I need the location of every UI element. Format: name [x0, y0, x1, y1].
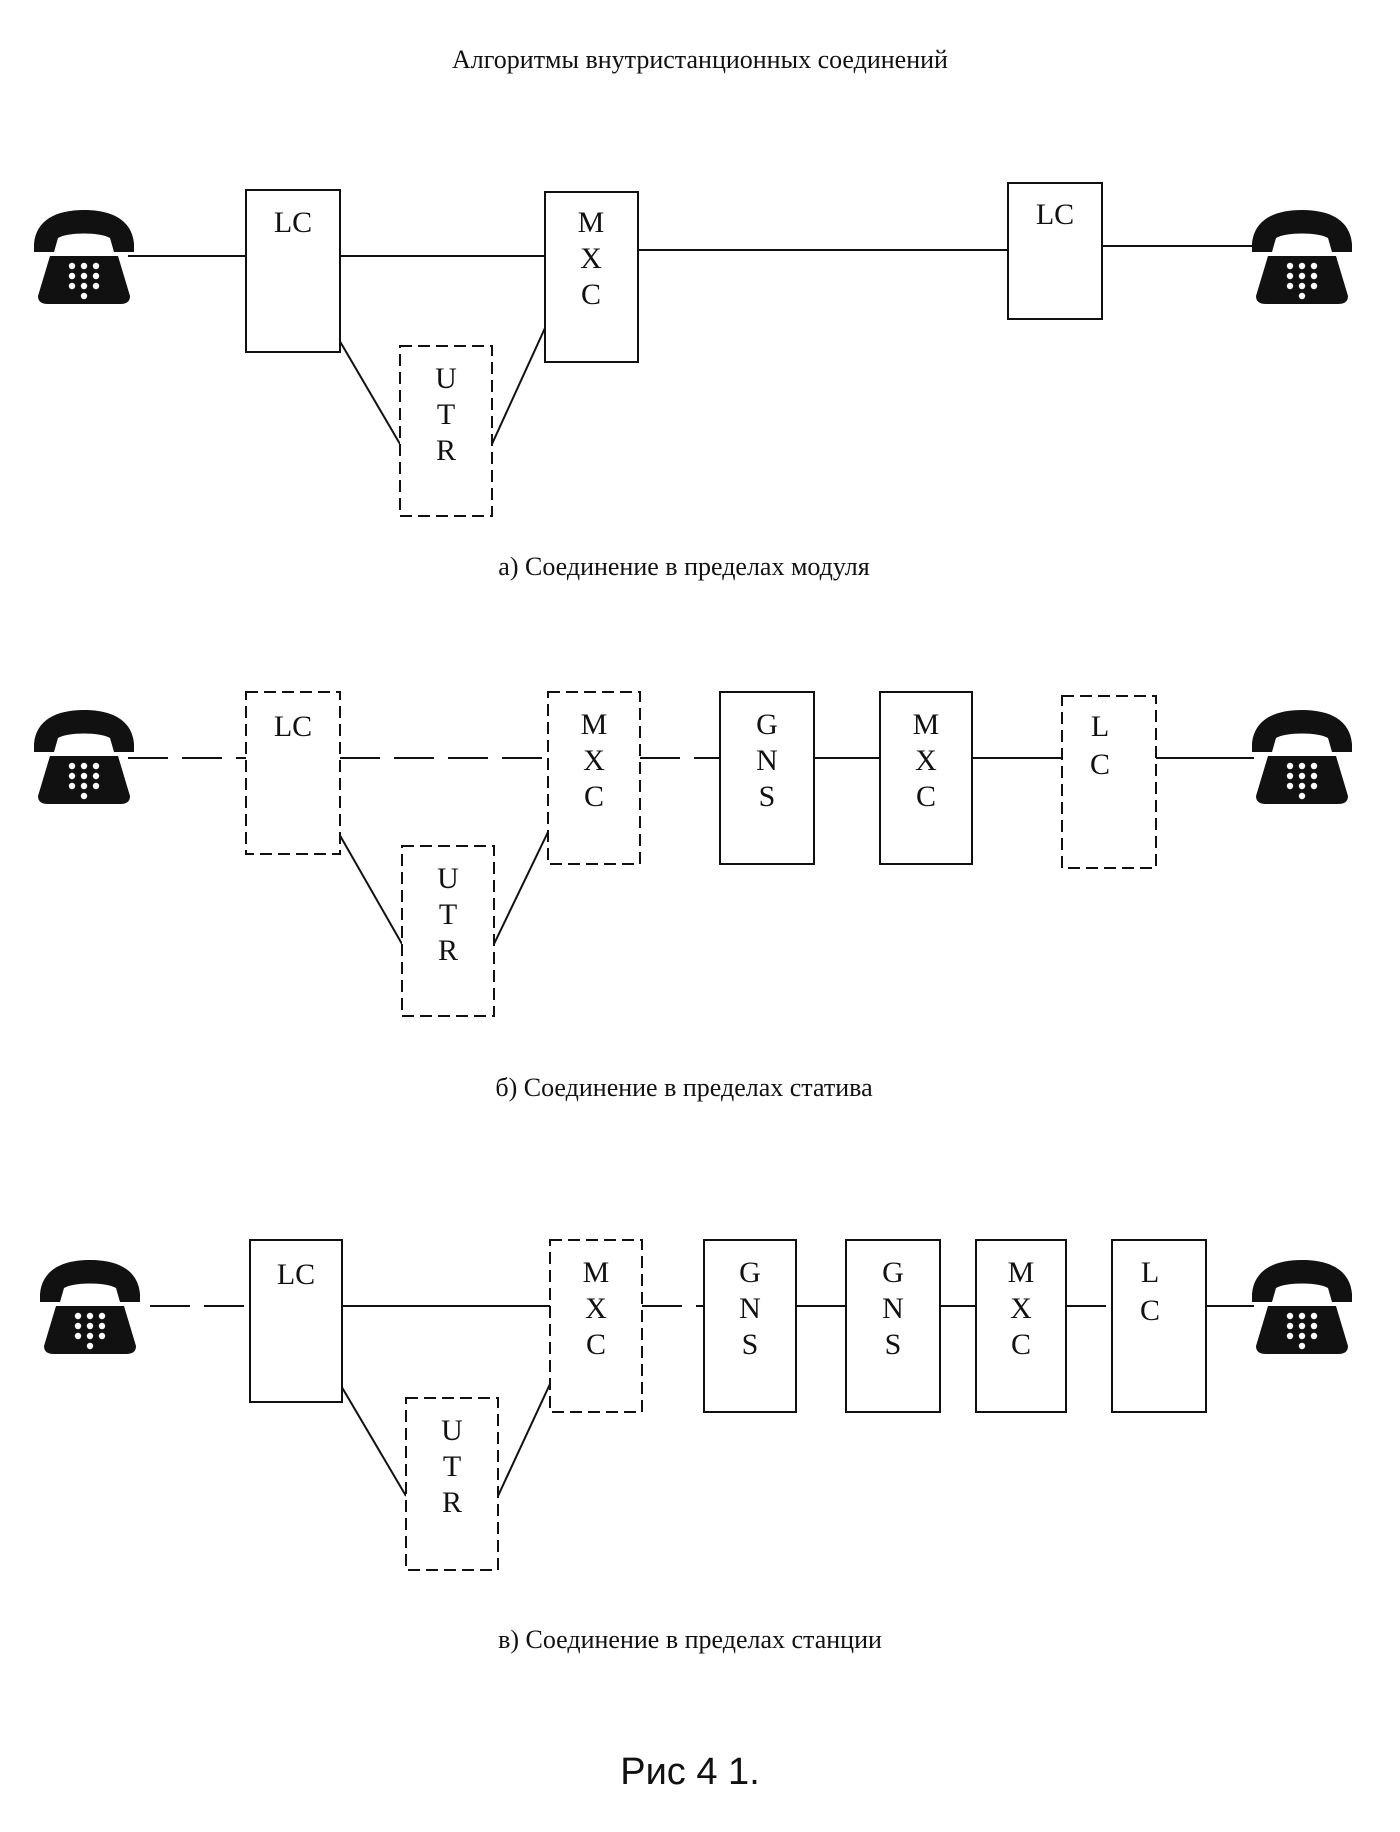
telephone-icon — [34, 210, 134, 304]
block-mxc-b1: M X C — [547, 691, 641, 865]
svg-text:X: X — [1010, 1292, 1032, 1325]
svg-text:S: S — [742, 1328, 759, 1361]
caption-b: б) Соединение в пределах статива — [495, 1073, 873, 1102]
telephone-icon — [40, 1260, 140, 1354]
svg-text:R: R — [438, 934, 458, 967]
svg-text:LC: LC — [274, 206, 312, 239]
svg-text:T: T — [443, 1450, 461, 1483]
svg-text:C: C — [1090, 748, 1110, 781]
svg-text:S: S — [885, 1328, 902, 1361]
svg-text:M: M — [581, 708, 608, 741]
block-mxc-a: M X C — [544, 191, 639, 363]
block-lc-b2: L C — [1061, 695, 1157, 869]
block-gns-c2: G N S — [845, 1239, 941, 1413]
svg-text:U: U — [441, 1414, 463, 1447]
svg-text:X: X — [580, 242, 602, 275]
svg-text:M: M — [1008, 1256, 1035, 1289]
block-lc-a2: LC — [1007, 182, 1103, 320]
svg-text:M: M — [583, 1256, 610, 1289]
svg-text:L: L — [1141, 1256, 1159, 1289]
svg-text:T: T — [437, 398, 455, 431]
svg-text:LC: LC — [1036, 198, 1074, 231]
svg-text:X: X — [585, 1292, 607, 1325]
svg-text:M: M — [913, 708, 940, 741]
telephone-icon — [1252, 1260, 1352, 1354]
block-lc-c1: LC — [249, 1239, 343, 1403]
telephone-icon — [34, 710, 134, 804]
diagram-b: LC U T R M X C G N S M X C L C — [34, 691, 1352, 1102]
svg-text:U: U — [435, 362, 457, 395]
svg-text:X: X — [583, 744, 605, 777]
block-mxc-c1: M X C — [549, 1239, 643, 1413]
svg-text:C: C — [1011, 1328, 1031, 1361]
svg-text:C: C — [916, 780, 936, 813]
block-lc-c2: L C — [1111, 1239, 1207, 1413]
page-title: Алгоритмы внутристанционных соединений — [452, 45, 948, 74]
svg-text:LC: LC — [274, 710, 312, 743]
svg-text:G: G — [882, 1256, 904, 1289]
svg-text:G: G — [739, 1256, 761, 1289]
svg-text:M: M — [578, 206, 605, 239]
block-utr-b: U T R — [401, 845, 495, 1017]
caption-a: а) Соединение в пределах модуля — [498, 552, 869, 581]
caption-c: в) Соединение в пределах станции — [498, 1625, 882, 1654]
diagram-c: LC U T R M X C G N S G N S M X — [40, 1239, 1352, 1654]
block-lc-a1: LC — [245, 189, 341, 353]
svg-text:R: R — [436, 434, 456, 467]
block-lc-b1: LC — [245, 691, 341, 855]
block-gns-b: G N S — [719, 691, 815, 865]
svg-text:LC: LC — [277, 1258, 315, 1291]
svg-text:C: C — [584, 780, 604, 813]
figure-label: Рис 4 1. — [620, 1751, 760, 1793]
svg-text:U: U — [437, 862, 459, 895]
svg-text:L: L — [1091, 710, 1109, 743]
svg-text:C: C — [1140, 1294, 1160, 1327]
svg-text:N: N — [739, 1292, 761, 1325]
telephone-icon — [1252, 710, 1352, 804]
svg-text:R: R — [442, 1486, 462, 1519]
block-utr-a: U T R — [399, 345, 493, 517]
diagram-a: LC U T R M X C LC а) Соединение в предел… — [34, 182, 1352, 581]
svg-text:X: X — [915, 744, 937, 777]
svg-text:T: T — [439, 898, 457, 931]
svg-text:S: S — [759, 780, 776, 813]
svg-text:C: C — [586, 1328, 606, 1361]
block-mxc-c2: M X C — [975, 1239, 1067, 1413]
svg-text:G: G — [756, 708, 778, 741]
svg-text:C: C — [581, 278, 601, 311]
svg-text:N: N — [756, 744, 778, 777]
block-gns-c1: G N S — [703, 1239, 797, 1413]
telephone-icon — [1252, 210, 1352, 304]
block-mxc-b2: M X C — [879, 691, 973, 865]
block-utr-c: U T R — [405, 1397, 499, 1571]
svg-text:N: N — [882, 1292, 904, 1325]
